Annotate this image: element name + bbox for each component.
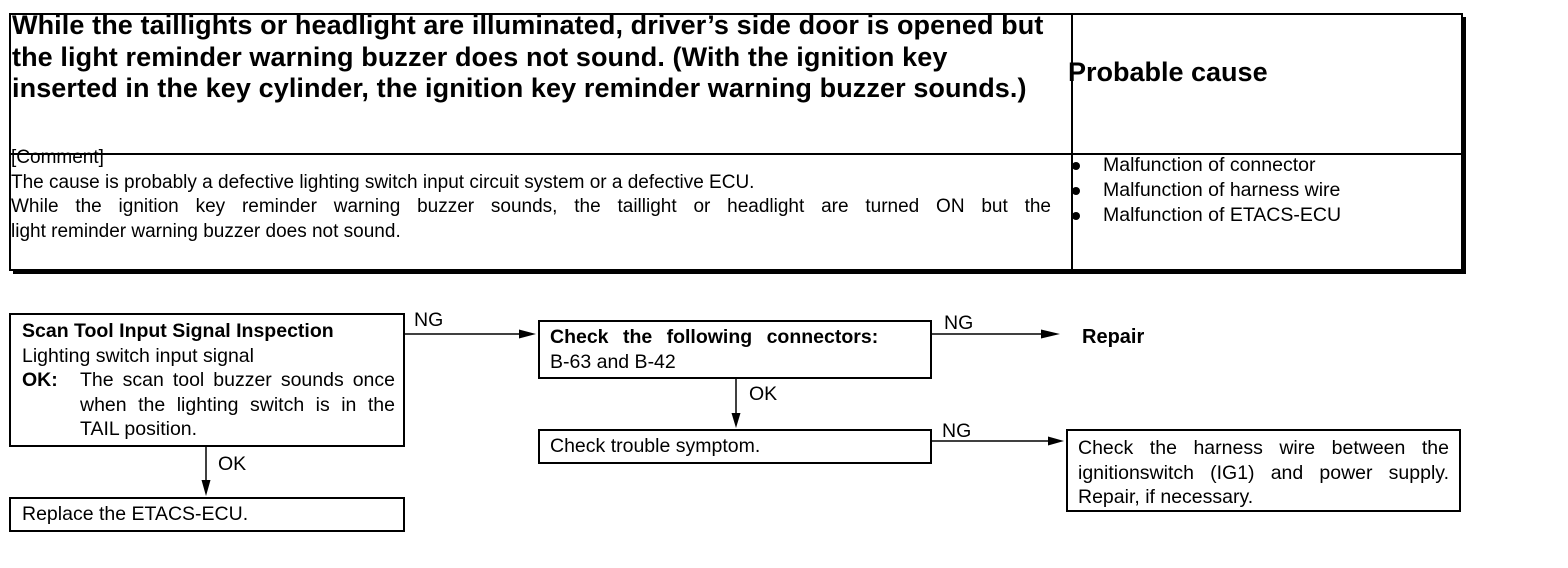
comment-line: light reminder warning buzzer does not s… [11, 220, 401, 242]
list-item: Malfunction of ETACS-ECU [1070, 203, 1341, 228]
cause-text: Malfunction of harness wire [1103, 179, 1341, 201]
table-shadow-right [1463, 17, 1466, 274]
check-harness-box: Check the harness wire between the ignit… [1066, 429, 1461, 512]
check-connectors-title: Check the following connectors: [550, 326, 879, 348]
connector-list: B-63 and B-42 [550, 350, 676, 373]
table-divider-horizontal [11, 153, 1461, 155]
probable-cause-list: Malfunction of connector Malfunction of … [1070, 153, 1341, 228]
list-item: Malfunction of connector [1070, 153, 1341, 178]
arrowhead-down [731, 413, 741, 428]
probable-cause-header: Probable cause [1068, 57, 1268, 87]
comment-block: [Comment] The cause is probably a defect… [11, 146, 1051, 244]
table-shadow-bottom [13, 271, 1466, 274]
arrowhead-right [1041, 329, 1060, 339]
arrowhead-right [1048, 436, 1064, 446]
scan-tool-inspection-box: Scan Tool Input Signal Inspection Lighti… [9, 313, 405, 447]
ok-label: OK [218, 453, 247, 475]
comment-line: While the ignition key reminder warning … [11, 196, 1051, 217]
ok-text: The scan tool buzzer sounds once when th… [80, 369, 395, 440]
harness-line: Repair, if necessary. [1078, 486, 1254, 508]
comment-line: The cause is probably a defective lighti… [11, 171, 755, 193]
cause-text: Malfunction of connector [1103, 154, 1316, 176]
ng-label: NG [944, 312, 974, 334]
ok-condition: OK: The scan tool buzzer sounds once whe… [22, 368, 395, 442]
bullet-icon [1072, 162, 1080, 170]
table-divider-vertical [1071, 15, 1073, 269]
comment-label: [Comment] [11, 147, 104, 168]
scan-tool-subtitle: Lighting switch input signal [22, 344, 254, 367]
cause-text: Malfunction of ETACS-ECU [1103, 204, 1342, 226]
arrowhead-right [519, 329, 536, 339]
symptom-table [9, 13, 1463, 271]
ok-key: OK: [22, 369, 58, 391]
scan-tool-title: Scan Tool Input Signal Inspection [22, 320, 334, 342]
bullet-icon [1072, 187, 1080, 195]
check-symptom-box: Check trouble symptom. [538, 429, 932, 464]
ng-label: NG [942, 420, 972, 442]
list-item: Malfunction of harness wire [1070, 178, 1341, 203]
ng-label: NG [414, 309, 444, 331]
harness-line: Check the harness wire between the [1078, 437, 1449, 459]
check-connectors-box: Check the following connectors: B-63 and… [538, 320, 932, 379]
arrowhead-down [201, 480, 211, 496]
replace-ecu-box: Replace the ETACS-ECU. [9, 497, 405, 532]
repair-label: Repair [1082, 326, 1145, 348]
bullet-icon [1072, 212, 1080, 220]
harness-line: ignitionswitch (IG1) and power supply. [1078, 461, 1449, 484]
ok-label: OK [749, 383, 778, 405]
symptom-title: While the taillights or headlight are il… [12, 10, 1044, 103]
